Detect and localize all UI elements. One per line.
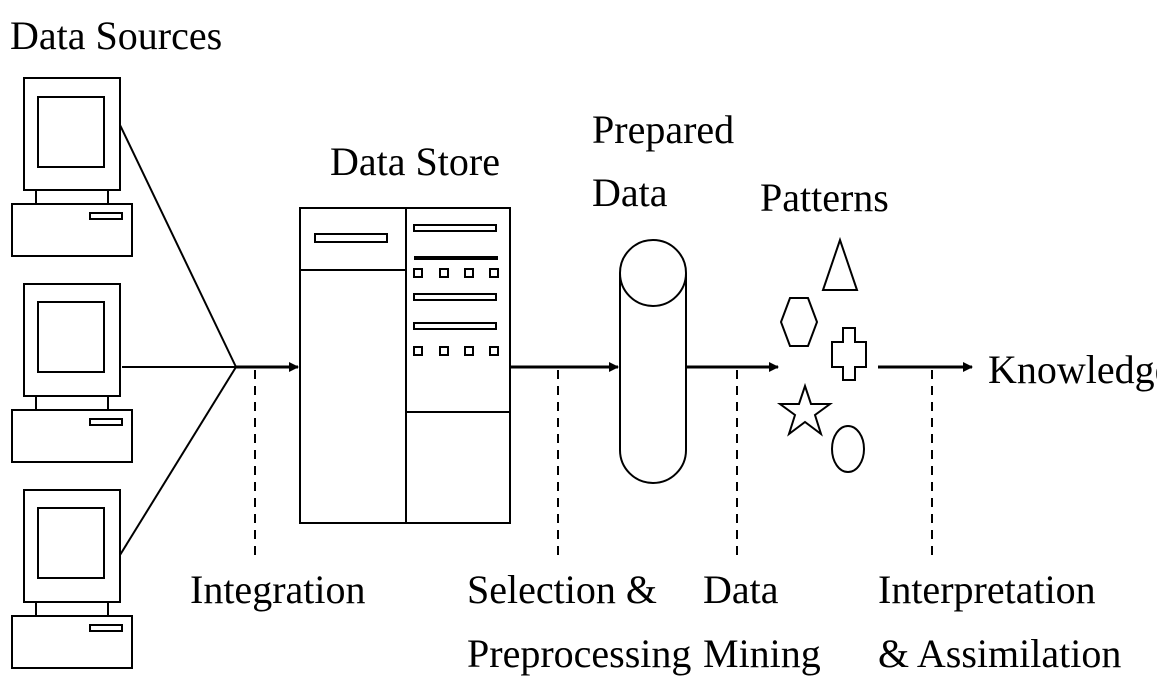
cylinder-icon	[619, 239, 687, 484]
data-sources-label: Data Sources	[10, 13, 223, 58]
selection-label-line2: Preprocessing	[467, 631, 692, 676]
selection-label-line1: Selection &	[467, 567, 657, 612]
circle-icon	[831, 425, 865, 473]
interpretation-label-line1: Interpretation	[878, 567, 1096, 612]
integration-connectors	[119, 124, 299, 556]
cross-icon	[831, 327, 867, 381]
mining-label-line1: Data	[703, 567, 779, 612]
data-store-label: Data Store	[330, 139, 500, 184]
star-icon	[776, 382, 834, 437]
computer-icon-1	[11, 77, 133, 257]
computer-icon-2	[11, 283, 133, 463]
mining-label-line2: Mining	[703, 631, 821, 676]
knowledge-label: Knowledge	[988, 347, 1157, 392]
patterns-label: Patterns	[760, 175, 889, 220]
pattern-shapes	[776, 236, 867, 473]
prepared-data-label-line1: Prepared	[592, 107, 735, 152]
interpretation-label-line2: & Assimilation	[878, 631, 1122, 676]
computer-icon-3	[11, 489, 133, 669]
step-markers	[254, 370, 933, 555]
triangle-icon	[821, 236, 859, 291]
server-icon	[299, 207, 511, 524]
hexagon-icon	[779, 297, 819, 347]
integration-label: Integration	[190, 567, 366, 612]
prepared-data-label-line2: Data	[592, 170, 668, 215]
